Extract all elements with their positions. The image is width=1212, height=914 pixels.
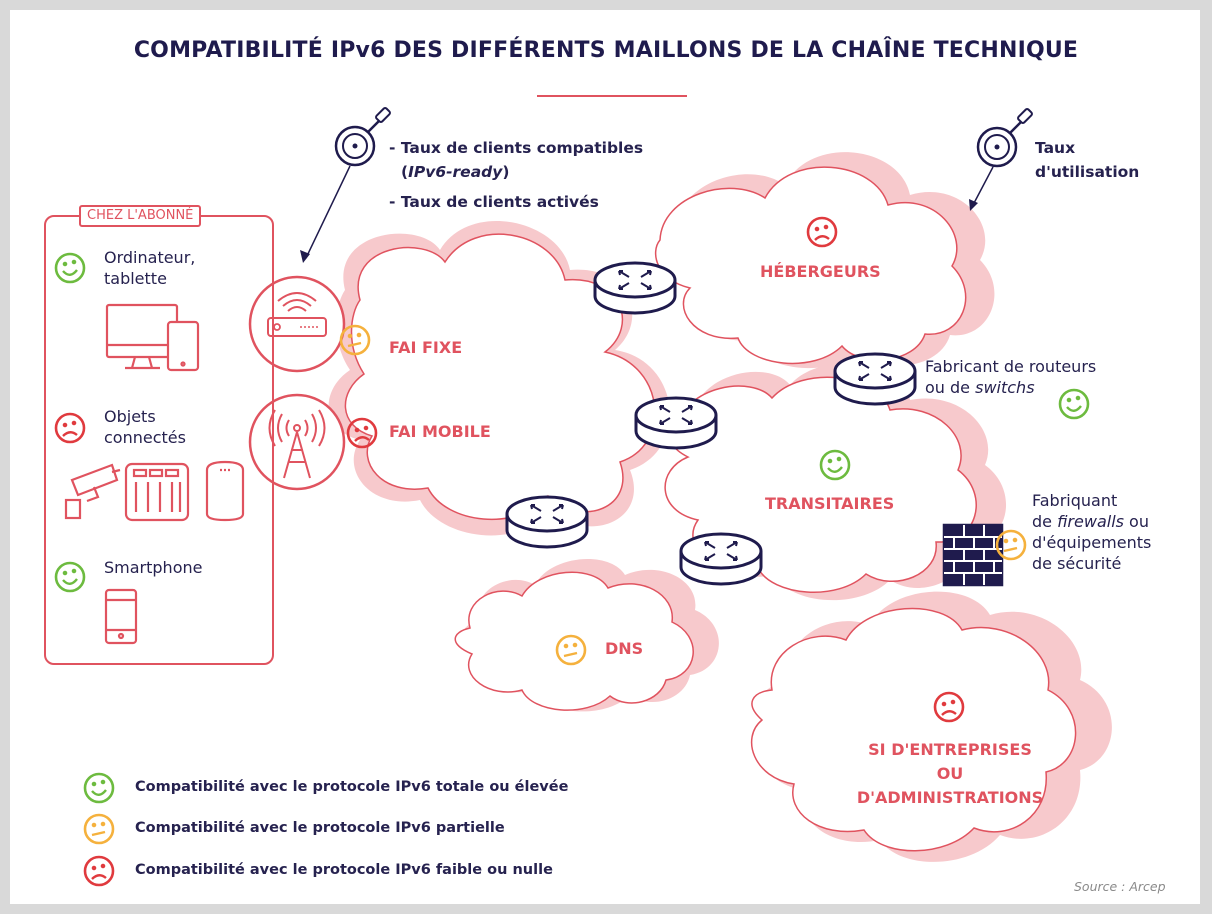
title-divider (537, 95, 687, 97)
router-icon (634, 396, 718, 450)
smart-speaker-icon (205, 460, 245, 522)
cloud-dns (454, 558, 719, 712)
tablet-icon (166, 320, 200, 372)
device-label-smartphone: Smartphone (104, 558, 203, 577)
smiley-happy-icon (83, 772, 115, 804)
router-icon (505, 495, 589, 549)
firewall-icon (942, 523, 1004, 587)
cloud-hebergeurs (655, 152, 995, 369)
page-title: COMPATIBILITÉ IPv6 DES DIFFÉRENTS MAILLO… (133, 38, 1079, 63)
cloud-fai (328, 221, 670, 536)
label-si: SI D'ENTREPRISES OU D'ADMINISTRATIONS (856, 740, 1044, 807)
legend-item-green: Compatibilité avec le protocole IPv6 tot… (135, 779, 569, 795)
router-icon (833, 352, 917, 406)
smiley-neutral-icon (83, 813, 115, 845)
router-icon (679, 532, 763, 586)
label-fai-mobile: FAI MOBILE (389, 422, 491, 441)
indicators-fai: - Taux de clients compatibles (IPv6-read… (389, 139, 644, 211)
smartphone-icon (104, 588, 138, 645)
magnifier-icon (969, 106, 1035, 211)
indicators-usage: Taux d'utilisation (1035, 139, 1140, 181)
subscriber-heading: CHEZ L'ABONNÉ (79, 205, 202, 227)
label-dns: DNS (605, 639, 644, 658)
router-icon (593, 261, 677, 315)
label-hebergeurs: HÉBERGEURS (760, 262, 881, 281)
label-fai-fixe: FAI FIXE (389, 338, 463, 357)
camera-icon (64, 463, 121, 520)
smiley-sad-icon (83, 855, 115, 887)
label-transitaires: TRANSITAIRES (765, 494, 895, 513)
label-firewall-vendor: Fabriquant de firewalls ou d'équipements… (1032, 491, 1152, 573)
legend-item-yellow: Compatibilité avec le protocole IPv6 par… (135, 820, 505, 836)
device-label-iot: Objets connectés (104, 407, 186, 447)
source-credit: Source : Arcep (1074, 879, 1166, 894)
device-label-computer: Ordinateur, tablette (104, 248, 196, 288)
magnifier-icon (300, 105, 393, 263)
cloud-si (751, 591, 1112, 862)
legend-item-red: Compatibilité avec le protocole IPv6 fai… (135, 862, 553, 878)
label-router-vendor: Fabricant de routeurs ou de switchs (925, 357, 1097, 397)
nas-icon (124, 462, 190, 522)
